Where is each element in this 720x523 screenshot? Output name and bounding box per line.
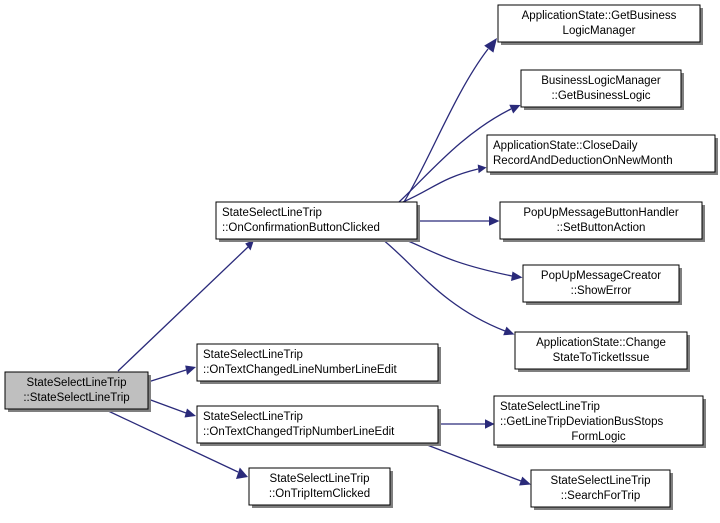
node-label-line-2: ::GetLineTripDeviationBusStops <box>500 416 663 428</box>
node-label-line-1: BusinessLogicManager <box>541 75 661 87</box>
node-label-line-1: PopUpMessageButtonHandler <box>523 207 679 219</box>
node-showerror[interactable]: PopUpMessageCreator ::ShowError <box>522 264 682 305</box>
edge-root-to-ontextchangedtripnumberlineedit <box>147 398 196 418</box>
node-label-line-1: StateSelectLineTrip <box>27 377 127 389</box>
edge-layer <box>103 38 531 486</box>
node-closedailyrecordanddeductiononnewmonth[interactable]: ApplicationState::CloseDaily RecordAndDe… <box>486 134 718 175</box>
node-label-line-2: ::OnTextChangedTripNumberLineEdit <box>203 426 395 438</box>
node-label-line-1: PopUpMessageCreator <box>541 270 661 282</box>
edge-root-to-ontextchangedlinenumberlineedit <box>147 365 196 383</box>
node-label-line-1: StateSelectLineTrip <box>551 475 651 487</box>
node-label-line-2: ::OnTripItemClicked <box>269 488 370 500</box>
node-ontripitemclicked[interactable]: StateSelectLineTrip ::OnTripItemClicked <box>248 467 393 508</box>
node-ontextchangedlinenumberlineedit[interactable]: StateSelectLineTrip ::OnTextChangedLineN… <box>196 343 441 384</box>
node-getlinetripdeviationbusstopsformlogic[interactable]: StateSelectLineTrip ::GetLineTripDeviati… <box>493 395 706 448</box>
node-label-line-3: FormLogic <box>571 431 626 443</box>
node-label-line-2: ::ShowError <box>571 285 632 297</box>
node-layer: StateSelectLineTrip ::StateSelectLineTri… <box>4 4 718 510</box>
node-label-line-2: ::SearchForTrip <box>561 490 640 502</box>
node-label-line-2: ::OnConfirmationButtonClicked <box>222 222 380 234</box>
node-label-line-1: StateSelectLineTrip <box>270 473 370 485</box>
node-label-line-2: ::OnTextChangedLineNumberLineEdit <box>203 364 398 376</box>
node-label-line-2: RecordAndDeductionOnNewMonth <box>493 155 673 167</box>
node-label-line-2: LogicManager <box>563 25 636 37</box>
edge-onconfirmationbuttonclicked-to-getbusinesslogic <box>398 104 521 203</box>
node-label-line-2: StateToTicketIssue <box>553 352 650 364</box>
node-getbusinesslogic[interactable]: BusinessLogicManager ::GetBusinessLogic <box>520 69 684 110</box>
edge-onconfirmationbuttonclicked-to-setbuttonaction <box>417 216 500 226</box>
node-ontextchangedtripnumberlineedit[interactable]: StateSelectLineTrip ::OnTextChangedTripN… <box>196 405 441 446</box>
node-changestatetoticketissue[interactable]: ApplicationState::Change StateToTicketIs… <box>514 331 690 372</box>
node-label-line-1: StateSelectLineTrip <box>203 411 303 423</box>
edge-root-to-onconfirmationbuttonclicked <box>117 240 254 372</box>
edge-onconfirmationbuttonclicked-to-showerror <box>402 238 523 281</box>
edge-ontextchangedtripnumberlineedit-to-getdeviationbusstops <box>438 419 495 429</box>
node-label-line-1: StateSelectLineTrip <box>222 207 322 219</box>
node-onconfirmationbuttonclicked[interactable]: StateSelectLineTrip ::OnConfirmationButt… <box>215 201 420 242</box>
edge-onconfirmationbuttonclicked-to-getbusinesslogicmanager <box>403 38 497 203</box>
node-label-line-2: ::GetBusinessLogic <box>551 90 650 102</box>
edge-onconfirmationbuttonclicked-to-changestatetoticketissue <box>381 238 515 336</box>
edge-onconfirmationbuttonclicked-to-closedailyrecord <box>402 164 487 203</box>
edge-root-to-ontripitemclicked <box>103 408 248 479</box>
node-label-line-1: StateSelectLineTrip <box>500 401 600 413</box>
edge-ontextchangedtripnumberlineedit-to-searchfortrip <box>421 442 531 486</box>
node-label-line-1: StateSelectLineTrip <box>203 349 303 361</box>
node-getbusinesslogicmanager[interactable]: ApplicationState::GetBusiness LogicManag… <box>497 4 703 45</box>
node-label-line-1: ApplicationState::CloseDaily <box>493 140 638 152</box>
node-label-line-2: ::SetButtonAction <box>557 222 646 234</box>
node-setbuttonaction[interactable]: PopUpMessageButtonHandler ::SetButtonAct… <box>499 201 705 242</box>
node-searchfortrip[interactable]: StateSelectLineTrip ::SearchForTrip <box>530 469 673 510</box>
node-stateselectlinetrip-constructor[interactable]: StateSelectLineTrip ::StateSelectLineTri… <box>4 371 151 412</box>
node-label-line-1: ApplicationState::GetBusiness <box>522 10 677 22</box>
node-label-line-1: ApplicationState::Change <box>536 337 666 349</box>
node-label-line-2: ::StateSelectLineTrip <box>23 392 129 404</box>
